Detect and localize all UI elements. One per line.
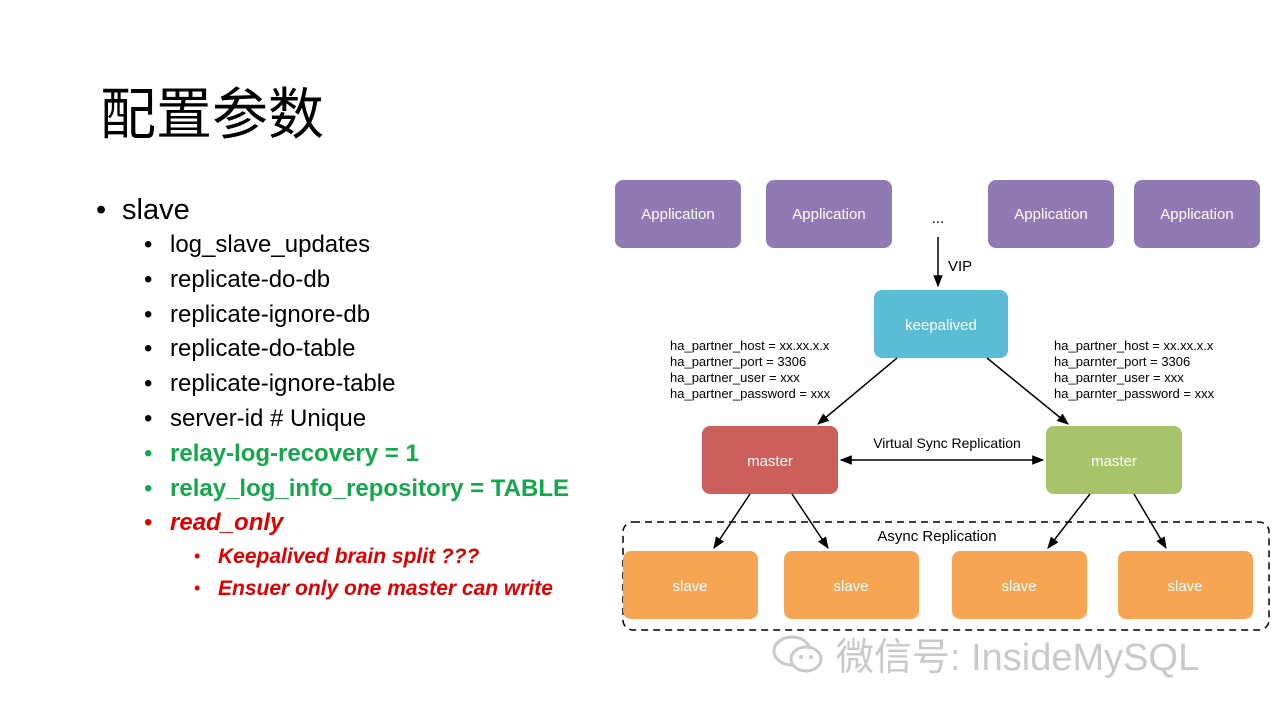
svg-text:Application: Application: [641, 206, 714, 223]
svg-text:ha_partner_port = 3306: ha_partner_port = 3306: [670, 354, 806, 369]
svg-text:ha_parnter_port = 3306: ha_parnter_port = 3306: [1054, 354, 1190, 369]
right-config: ha_partner_host = xx.xx.x.x ha_parnter_p…: [1054, 338, 1215, 401]
bullet-item-red: •read_only: [144, 509, 284, 537]
bullet-item-green: •relay-log-recovery = 1: [144, 439, 419, 467]
keepalived-box: keepalived: [874, 290, 1008, 358]
svg-text:master: master: [747, 453, 793, 470]
bullet-item: •replicate-ignore-db: [144, 300, 371, 328]
master-left-box: master: [702, 426, 838, 494]
svg-text:Application: Application: [1014, 206, 1087, 223]
svg-text:ha_parnter_password = xxx: ha_parnter_password = xxx: [1054, 386, 1215, 401]
arrow-master-slave-4: [1133, 493, 1167, 550]
slave-box-4: slave: [1118, 551, 1253, 619]
svg-text:Application: Application: [792, 206, 865, 223]
sub-bullet: •Ensuer only one master can write: [194, 576, 553, 600]
slave-box-1: slave: [623, 551, 758, 619]
vip-label: VIP: [948, 258, 972, 275]
arrow-master-slave-1: [713, 493, 751, 549]
svg-text:slave: slave: [833, 578, 868, 595]
sub-bullet: •Keepalived brain split ???: [194, 545, 480, 569]
slave-box-2: slave: [784, 551, 919, 619]
bullet-item-green: •relay_log_info_repository = TABLE: [144, 474, 569, 502]
svg-text:ha_parnter_user = xxx: ha_parnter_user = xxx: [1054, 370, 1184, 385]
master-right-box: master: [1046, 426, 1182, 494]
bullet-item: •server-id # Unique: [144, 404, 367, 432]
wechat-icon: [772, 635, 823, 672]
svg-text:Application: Application: [1160, 206, 1233, 223]
svg-text:keepalived: keepalived: [905, 317, 977, 334]
bullet-item: •replicate-do-table: [144, 335, 356, 363]
arrow-keepalived-master-left: [817, 357, 898, 425]
arrow-master-slave-3: [1047, 493, 1091, 549]
bullet-item: •log_slave_updates: [144, 231, 371, 258]
arrow-keepalived-master-right: [986, 357, 1069, 425]
async-label: Async Replication: [877, 528, 996, 545]
sync-label: Virtual Sync Replication: [873, 435, 1021, 451]
bullet-item: •replicate-ignore-table: [144, 370, 396, 398]
svg-text:ha_partner_password = xxx: ha_partner_password = xxx: [670, 386, 831, 401]
left-config: ha_partner_host = xx.xx.x.x ha_partner_p…: [670, 338, 831, 401]
arrow-master-slave-2: [791, 493, 829, 549]
bullet-slave: •slave: [96, 194, 190, 226]
watermark: 微信号: InsideMySQL: [770, 626, 1199, 681]
svg-text:master: master: [1091, 453, 1137, 470]
svg-text:ha_partner_host = xx.xx.x.x: ha_partner_host = xx.xx.x.x: [670, 338, 830, 353]
slide-title: 配置参数: [100, 83, 324, 148]
application-box-1: Application: [615, 180, 741, 248]
bullet-list: •slave •log_slave_updates •replicate-do-…: [96, 192, 569, 604]
svg-text:slave: slave: [672, 578, 707, 595]
slave-box-3: slave: [952, 551, 1087, 619]
ellipsis: ...: [932, 210, 945, 227]
application-box-2: Application: [766, 180, 892, 248]
svg-text:slave: slave: [1001, 578, 1036, 595]
bullet-item: •replicate-do-db: [144, 265, 331, 293]
svg-text:ha_partner_user = xxx: ha_partner_user = xxx: [670, 370, 800, 385]
application-box-3: Application: [988, 180, 1114, 248]
svg-text:ha_partner_host = xx.xx.x.x: ha_partner_host = xx.xx.x.x: [1054, 338, 1214, 353]
application-box-4: Application: [1134, 180, 1260, 248]
svg-text:slave: slave: [1167, 578, 1202, 595]
